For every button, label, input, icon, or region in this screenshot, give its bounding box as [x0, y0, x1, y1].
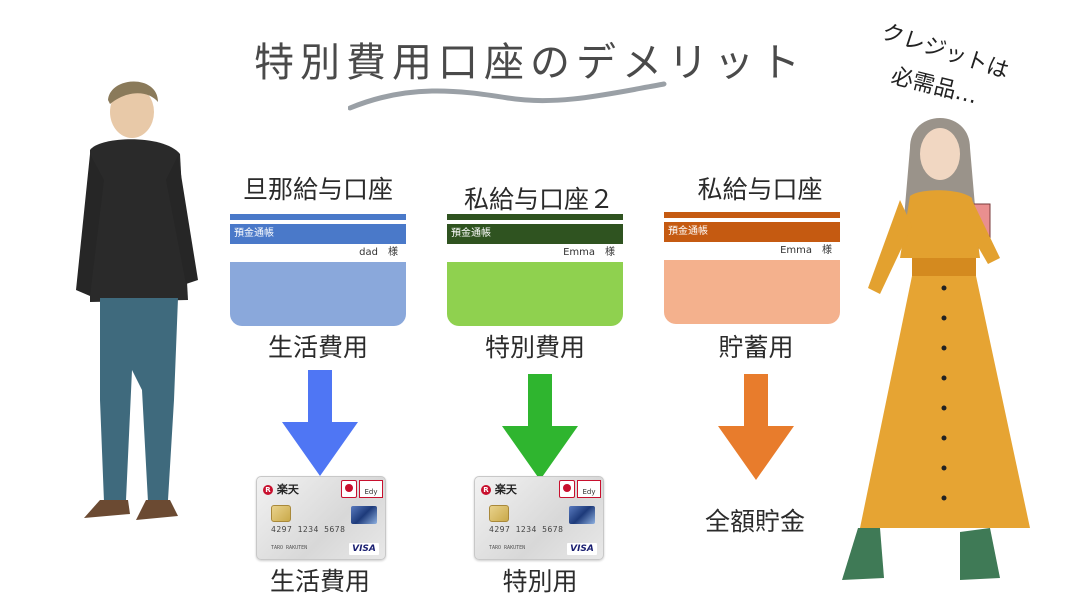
card-holder: TARO RAKUTEN — [271, 545, 308, 551]
husband-illustration — [76, 81, 198, 520]
arrow-down-blue — [282, 370, 358, 476]
purpose-label-savings: 貯蓄用 — [718, 333, 794, 362]
credit-card-living: R 楽天 Edy 4297 1234 5678 TARO RAKUTEN VIS… — [256, 476, 386, 560]
card-number: 4297 1234 5678 — [489, 525, 564, 534]
arrow-down-orange — [718, 374, 794, 480]
visa-logo: VISA — [567, 543, 597, 555]
card-edy-logo: Edy — [577, 480, 601, 498]
title-underline-decoration — [348, 81, 667, 111]
hologram-icon — [569, 506, 595, 524]
card-edy-logo: Edy — [359, 480, 383, 498]
credit-card-special: R 楽天 Edy 4297 1234 5678 TARO RAKUTEN VIS… — [474, 476, 604, 560]
result-label-living: 生活費用 — [269, 567, 370, 596]
passbook-holder-name: dad 様 — [230, 244, 406, 262]
chip-icon — [489, 505, 509, 522]
point-icon — [341, 480, 357, 498]
passbook-holder-name: Emma 様 — [664, 242, 840, 260]
passbook-wife: 預金通帳 Emma 様 — [664, 212, 840, 324]
page-title: 特別費用口座のデメリット — [254, 40, 806, 86]
card-number: 4297 1234 5678 — [271, 525, 346, 534]
account-label-husband: 旦那給与口座 — [242, 175, 393, 204]
passbook-holder-name: Emma 様 — [447, 244, 623, 262]
speech-text: クレジットは 必需品… — [878, 8, 1068, 118]
chip-icon — [271, 505, 291, 522]
account-label-wife-2: 私給与口座２ — [463, 185, 614, 214]
passbook-band-label: 預金通帳 — [447, 224, 623, 244]
card-brand-logo: R 楽天 — [481, 481, 517, 497]
passbook-band-label: 預金通帳 — [664, 222, 840, 242]
arrow-down-green — [502, 374, 578, 480]
passbook-wife-2: 預金通帳 Emma 様 — [447, 214, 623, 326]
purpose-label-special: 特別費用 — [484, 333, 585, 362]
wife-illustration — [842, 118, 1030, 580]
passbook-strip — [230, 214, 406, 220]
hologram-icon — [351, 506, 377, 524]
card-holder: TARO RAKUTEN — [489, 545, 526, 551]
purpose-label-living: 生活費用 — [267, 333, 368, 362]
card-brand-logo: R 楽天 — [263, 481, 299, 497]
passbook-band-label: 預金通帳 — [230, 224, 406, 244]
visa-logo: VISA — [349, 543, 379, 555]
passbook-husband: 預金通帳 dad 様 — [230, 214, 406, 326]
result-label-savings: 全額貯金 — [704, 507, 805, 536]
result-label-special: 特別用 — [502, 567, 578, 596]
point-icon — [559, 480, 575, 498]
account-label-wife: 私給与口座 — [697, 175, 823, 204]
